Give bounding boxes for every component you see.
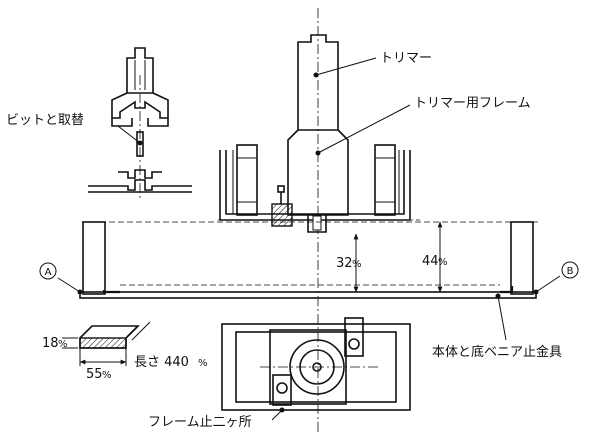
base-box — [77, 221, 540, 299]
dimension-lines — [353, 221, 443, 293]
point-a-circle — [39, 262, 57, 280]
point-a-label: A — [45, 267, 52, 278]
point-b-circle — [561, 261, 579, 279]
base-bracket-label: 本体と底ベニア止金具 — [432, 344, 562, 360]
dim-55-unit: % — [102, 370, 112, 381]
trimmer-frame-label: トリマー用フレーム — [414, 96, 531, 111]
board-detail — [62, 321, 151, 366]
dim-18-label: 18 — [42, 336, 59, 351]
dim-32-unit: % — [352, 259, 362, 270]
dim-44-label: 44 — [422, 254, 439, 269]
dim-55-label: 55 — [86, 367, 103, 382]
point-b-label: B — [567, 266, 574, 277]
dim-32-label: 32 — [336, 256, 353, 271]
dim-18-unit: % — [58, 339, 68, 350]
bit-change-label: ビットと取替 — [6, 113, 84, 128]
plan-view — [221, 317, 411, 413]
leader-lines — [57, 57, 561, 421]
text-labels: トリマー トリマー用フレーム ビットと取替 A B 32 % 44 % 18 %… — [6, 51, 579, 430]
trimmer-frame — [219, 144, 411, 233]
length-unit: % — [198, 358, 208, 369]
length-label: 長さ 440 — [134, 355, 189, 370]
dim-44-unit: % — [438, 257, 448, 268]
frame-stop-label: フレーム止二ヶ所 — [148, 415, 252, 430]
trimmer-label: トリマー — [380, 51, 432, 66]
